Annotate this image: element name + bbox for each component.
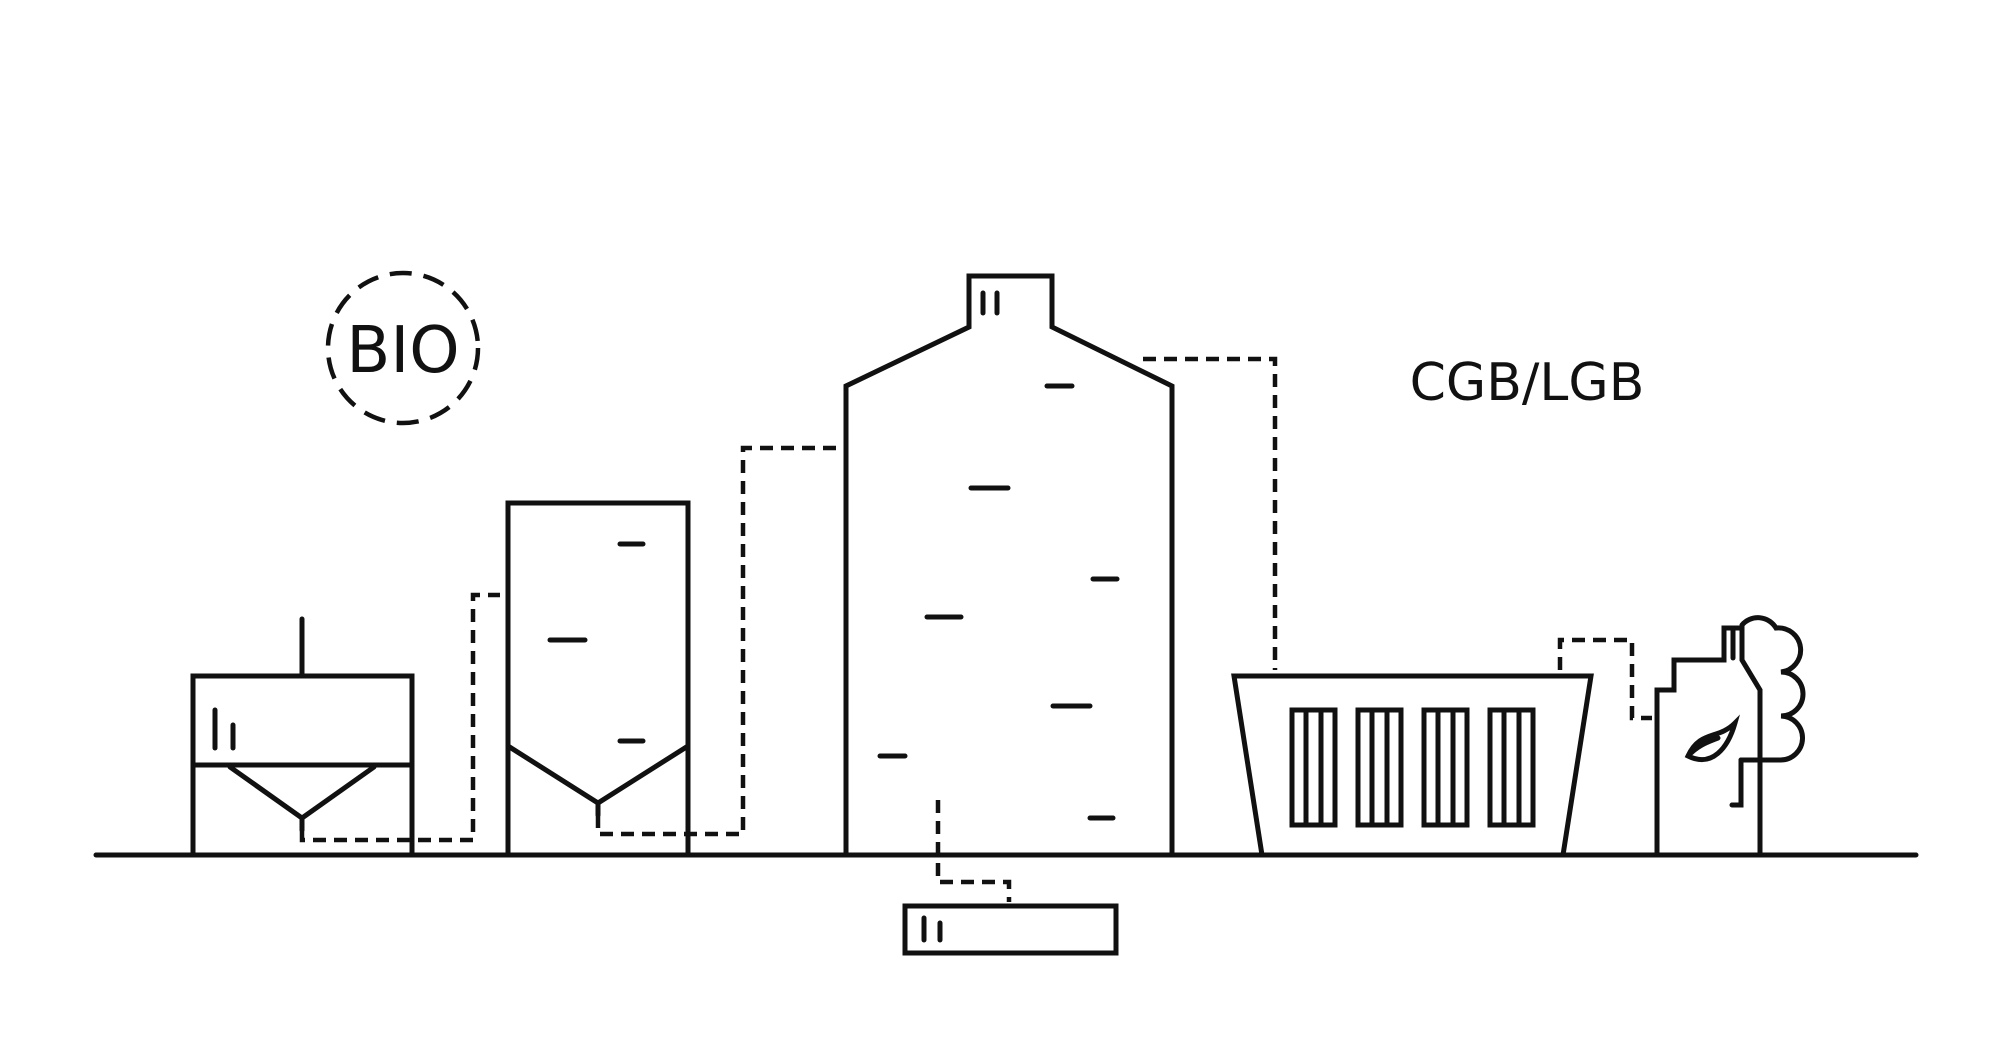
bio-label: BIO — [346, 314, 459, 388]
pipe-1 — [299, 592, 500, 843]
hopper-funnel — [227, 764, 377, 822]
module-1 — [1289, 707, 1338, 828]
leaf-icon — [1684, 714, 1740, 763]
module-3 — [1421, 707, 1470, 828]
upgrading-plant — [1231, 673, 1594, 858]
module-4 — [1487, 707, 1536, 828]
facility-outline — [1654, 625, 1763, 858]
bio-badge: BIO — [325, 270, 481, 426]
tap-pipe — [1729, 757, 1744, 808]
pipe-2 — [595, 445, 838, 837]
receiving-tank — [190, 616, 415, 858]
module-2 — [1355, 707, 1404, 828]
tank-cone — [505, 743, 691, 806]
product-facility — [1654, 625, 1763, 858]
pipe-4 — [1143, 356, 1278, 670]
silo-outline — [843, 273, 1175, 858]
plant-housing — [1231, 673, 1594, 858]
pipe-5 — [1557, 637, 1652, 721]
product-label: CGB/LGB — [1410, 353, 1645, 413]
pipe-3 — [935, 800, 1012, 902]
tree-icon — [1738, 615, 1806, 763]
hydrolysis-tank — [505, 500, 691, 858]
digester-silo — [843, 273, 1175, 858]
bio-dashed-circle — [325, 270, 481, 426]
underground-tank — [902, 903, 1119, 956]
